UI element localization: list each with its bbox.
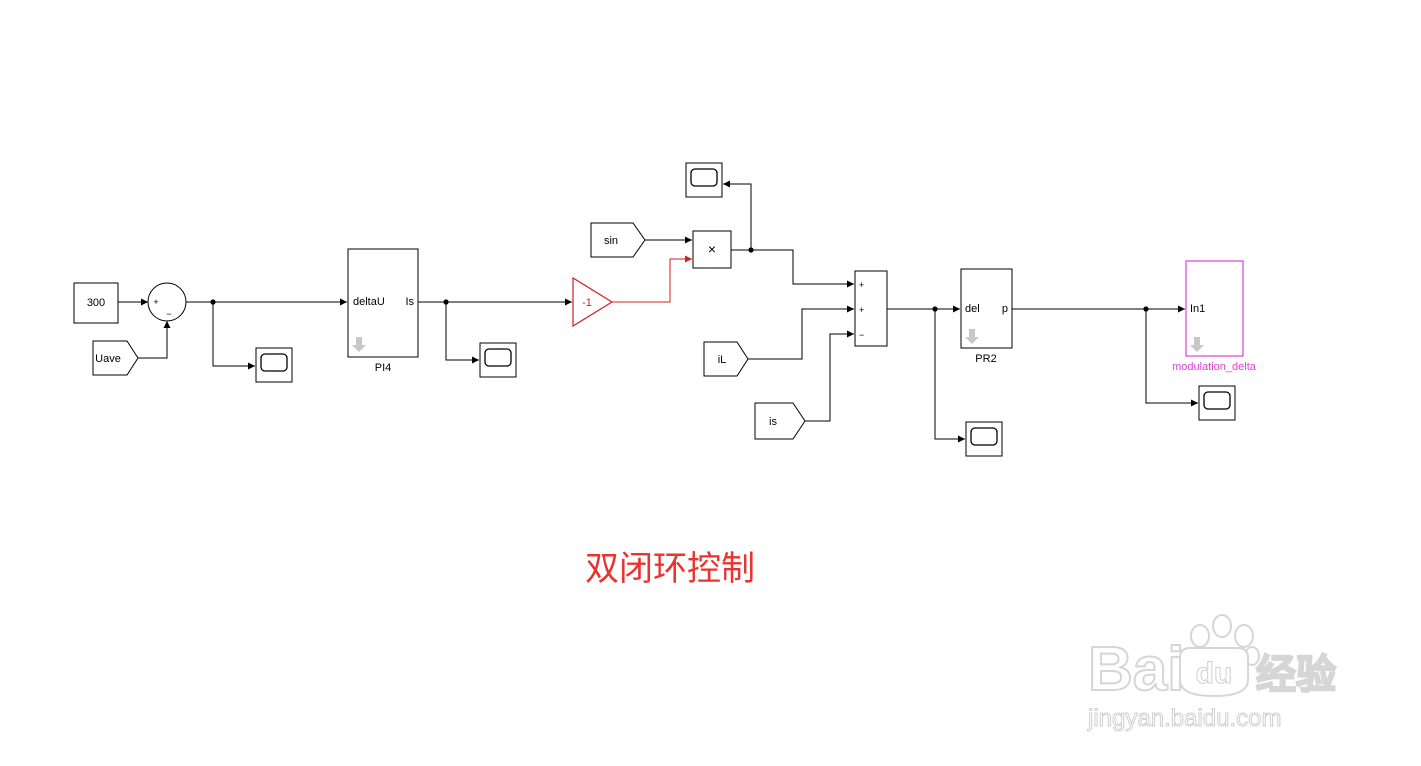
pi4-block-name: PI4 <box>375 362 392 374</box>
gain-block[interactable]: -1 <box>572 276 614 328</box>
pr2-output-port-label: p <box>1002 303 1008 315</box>
modulation-input-port-label: In1 <box>1190 303 1205 315</box>
sum-plus-sign: + <box>153 297 158 307</box>
watermark-brand-latin: Bai <box>1088 635 1184 704</box>
pr2-block-name: PR2 <box>975 353 996 365</box>
pi4-input-port-label: deltaU <box>353 296 385 308</box>
scope-1[interactable] <box>255 347 293 383</box>
il-from-block[interactable]: iL <box>703 341 749 377</box>
baidu-jingyan-watermark: Bai du 经验 jingyan.baidu.com <box>1087 614 1337 733</box>
watermark-brand-cn: 经验 <box>1256 652 1336 698</box>
wire-branch-to-scope1 <box>212 302 255 370</box>
pr2-input-port-label: del <box>965 303 980 315</box>
pr2-subsystem[interactable]: del p PR2 <box>960 268 1013 365</box>
il-label: iL <box>718 354 727 366</box>
uave-from-block[interactable]: Uave <box>92 340 139 376</box>
is-from-block[interactable]: is <box>754 402 806 440</box>
sin-from-block[interactable]: sin <box>590 222 646 258</box>
wire-product-to-scope3 <box>723 180 752 250</box>
scope-2[interactable] <box>479 342 517 378</box>
wire-is-to-sum2 <box>805 330 854 422</box>
wire-branch-to-scope5 <box>1145 309 1198 407</box>
branch-points <box>210 247 1149 312</box>
product-symbol: × <box>708 241 716 257</box>
junction-dot <box>210 299 216 305</box>
pi4-output-port-label: Is <box>405 296 414 308</box>
watermark-du-badge: du <box>1179 647 1249 698</box>
wire-branch-to-scope4 <box>934 309 965 443</box>
sum2-sign-3: − <box>859 330 864 340</box>
sum2-sign-1: + <box>859 280 864 290</box>
junction-dot <box>748 247 754 253</box>
diagram-title: 双闭环控制 <box>585 549 755 589</box>
scope-3[interactable] <box>685 162 723 198</box>
wire-il-to-sum2 <box>748 305 854 360</box>
sum-block-2[interactable]: + + − <box>854 270 888 347</box>
gain-value: -1 <box>582 297 592 309</box>
is-label: is <box>769 416 777 428</box>
scope-4[interactable] <box>965 421 1003 457</box>
wire-uave-to-sum <box>138 321 171 359</box>
constant-value: 300 <box>87 297 105 309</box>
modulation-delta-subsystem[interactable]: In1 modulation_delta <box>1172 260 1257 373</box>
junction-dot <box>1143 306 1149 312</box>
watermark-brand-du: du <box>1196 657 1233 690</box>
gain-output-wire <box>612 255 692 303</box>
signal-lines <box>118 180 1198 443</box>
sin-label: sin <box>604 235 618 247</box>
junction-dot <box>932 306 938 312</box>
scope-5[interactable] <box>1198 385 1236 421</box>
junction-dot <box>443 299 449 305</box>
uave-label: Uave <box>95 353 121 365</box>
watermark-url: jingyan.baidu.com <box>1087 705 1281 732</box>
pi4-subsystem[interactable]: deltaU Is PI4 <box>347 248 419 374</box>
sum2-sign-2: + <box>859 305 864 315</box>
sum-block-1[interactable]: + − <box>147 282 187 322</box>
wire-branch-to-scope2 <box>445 302 479 364</box>
product-block[interactable]: × <box>692 230 732 269</box>
wire-gain-to-product <box>612 255 692 303</box>
sum-minus-sign: − <box>166 309 171 319</box>
modulation-block-name: modulation_delta <box>1172 361 1257 373</box>
constant-300-block[interactable]: 300 <box>73 282 119 324</box>
wire-product-to-sum2 <box>731 249 854 288</box>
